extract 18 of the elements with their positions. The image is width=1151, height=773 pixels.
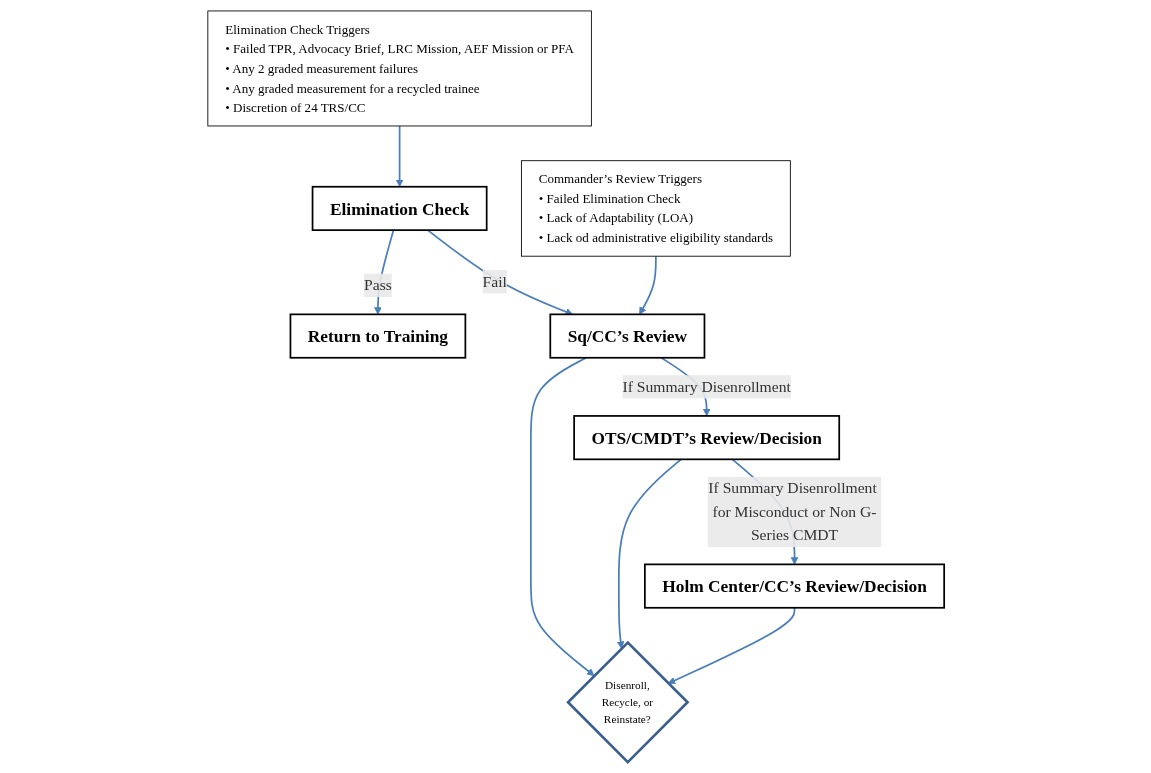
- edge-label: If Summary Disenrollment for Misconduct or Non G-Series CMDT: [707, 479, 877, 544]
- node-diamond: Disenroll, Recycle, or Reinstate?: [565, 640, 689, 764]
- arrow: [638, 255, 657, 315]
- edge-label: Fail: [482, 272, 507, 291]
- node-box: OTS/CMDT’s Review/Decision: [572, 415, 840, 461]
- arrow: [529, 356, 594, 677]
- arrow: [616, 458, 682, 649]
- arrow: [667, 606, 795, 684]
- node-box: Elimination Check: [311, 185, 488, 231]
- arrow: [426, 229, 573, 316]
- edge-label: Pass: [363, 276, 392, 294]
- node-box: Return to Training: [289, 313, 466, 359]
- node-box: Commander’s Review Triggers • Failed Elimination Check • Lack of Adaptability (LOA) • Lack od administrative eligibility standards: [520, 160, 791, 257]
- node-box: Holm Center/CC’s Review/Decision: [643, 563, 945, 609]
- node-box: Elimination Check Triggers • Failed TPR, Advocacy Brief, LRC Mission, AEF Mission or PFA • Any 2 graded measurement failures • Any graded measurement for a recycled trainee • Discretion of 24 TRS/CC: [206, 10, 592, 127]
- node-box: Sq/CC’s Review: [548, 313, 705, 359]
- edge-label: If Summary Disenrollment: [621, 377, 791, 396]
- arrow: [395, 125, 403, 188]
